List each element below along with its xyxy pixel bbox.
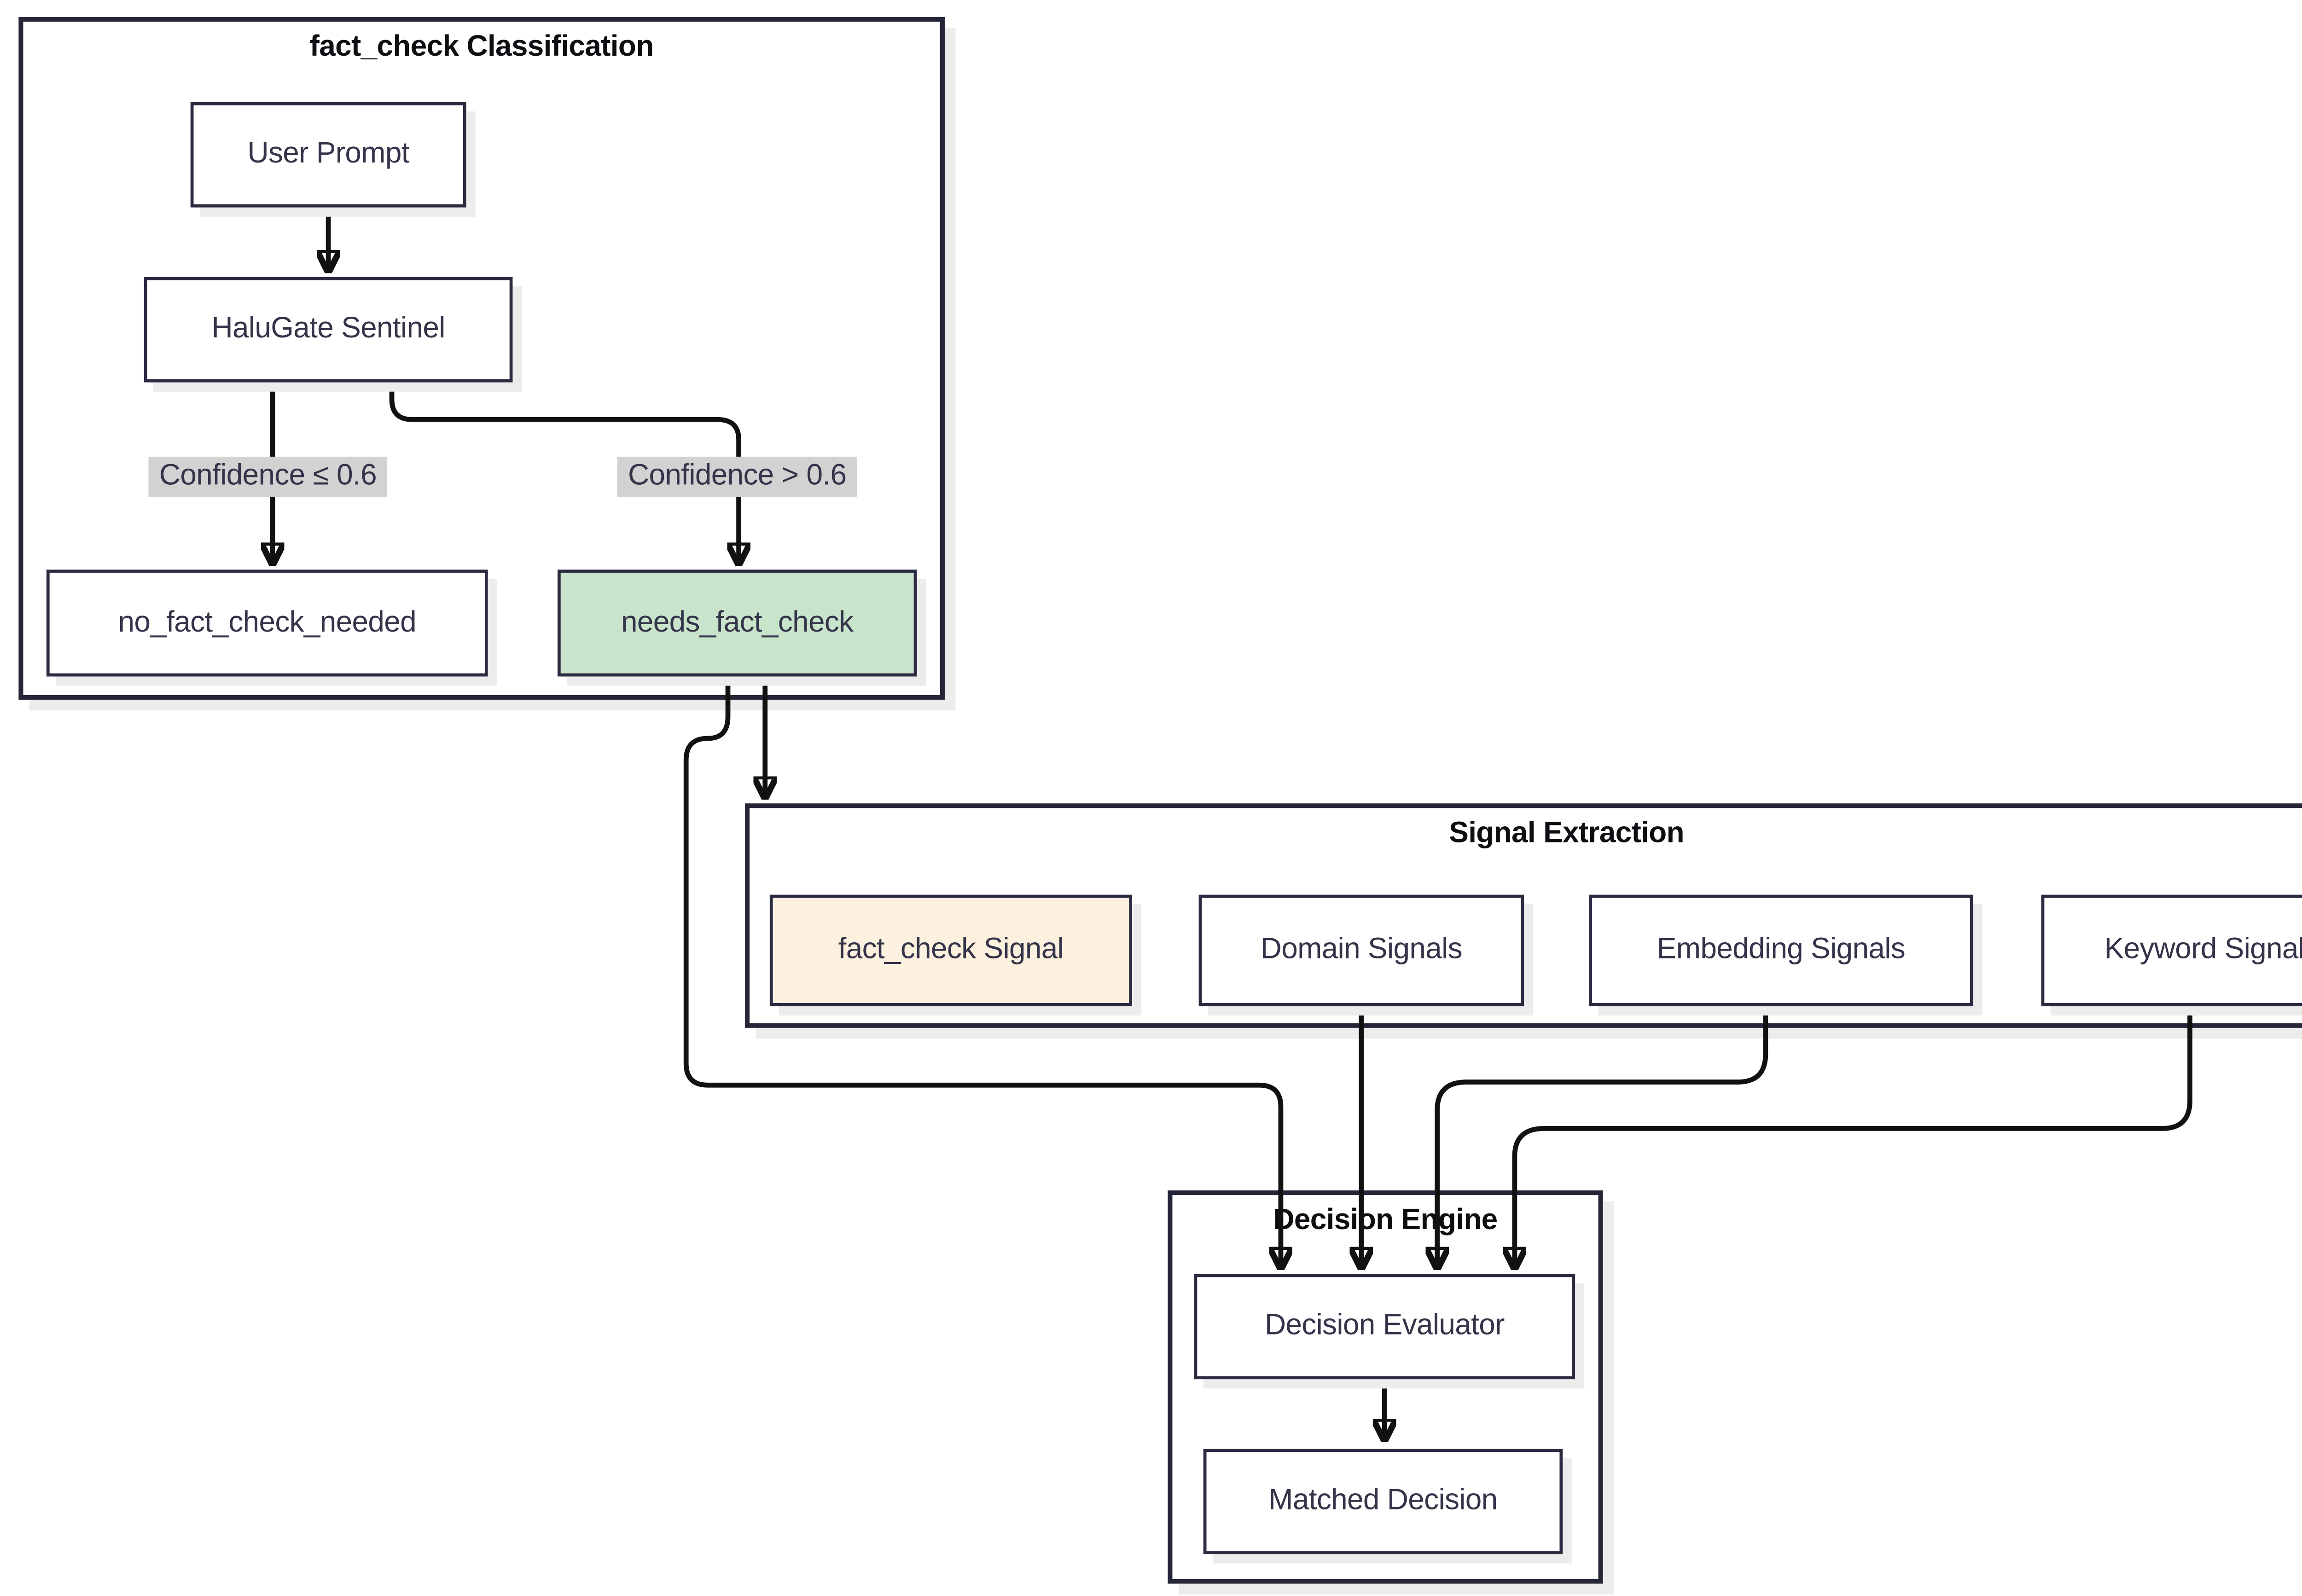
node-user-prompt: User Prompt [190,102,466,208]
node-fact-check-signal-label: fact_check Signal [838,933,1064,966]
node-decision-evaluator: Decision Evaluator [1194,1274,1575,1380]
node-matched-decision: Matched Decision [1203,1449,1563,1555]
node-keyword-signals: Keyword Signals [2041,894,2302,1006]
node-no-fact-check-needed: no_fact_check_needed [46,569,488,677]
edge-label-confidence-low: Confidence ≤ 0.6 [148,456,388,497]
edge-keyword-signals-to-decision-evaluator [1515,1008,2192,1266]
node-user-prompt-label: User Prompt [247,138,409,170]
node-halugate-sentinel: HaluGate Sentinel [144,277,513,383]
cluster-title-fact-check-classification: fact_check Classification [309,31,654,64]
node-embedding-signals: Embedding Signals [1589,894,1973,1006]
node-domain-signals-label: Domain Signals [1260,933,1463,966]
node-no-fact-check-needed-label: no_fact_check_needed [118,606,417,639]
node-matched-decision-label: Matched Decision [1268,1484,1498,1517]
node-embedding-signals-label: Embedding Signals [1657,933,1906,966]
node-needs-fact-check: needs_fact_check [558,569,917,677]
node-fact-check-signal: fact_check Signal [769,894,1133,1006]
edge-label-confidence-high: Confidence > 0.6 [617,456,857,497]
node-keyword-signals-label: Keyword Signals [2104,933,2302,966]
node-decision-evaluator-label: Decision Evaluator [1264,1309,1505,1342]
node-domain-signals: Domain Signals [1198,894,1524,1006]
node-halugate-sentinel-label: HaluGate Sentinel [211,313,445,345]
cluster-title-decision-engine: Decision Engine [1273,1204,1498,1237]
node-needs-fact-check-label: needs_fact_check [621,606,854,639]
cluster-title-signal-extraction: Signal Extraction [1449,817,1684,850]
